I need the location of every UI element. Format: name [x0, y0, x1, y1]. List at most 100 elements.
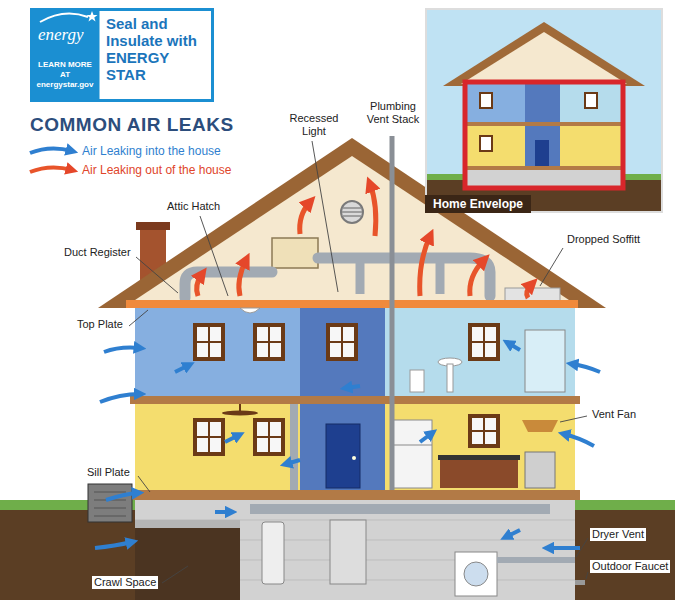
inset-illustration: [425, 8, 663, 213]
logo-word: energy: [38, 25, 84, 45]
air-in-arrows: [286, 460, 300, 464]
roof-and-attic: [343, 215, 361, 217]
air-out-arrows: [197, 184, 532, 298]
ac-unit: [88, 484, 132, 522]
part-label: Dryer Vent: [590, 528, 646, 541]
badge-art: [32, 10, 213, 101]
roof-and-attic: [341, 201, 363, 223]
first-floor: [300, 404, 385, 490]
inset-illustration: [461, 32, 627, 84]
legend-arrows: [30, 148, 72, 172]
part-label: Vent Fan: [590, 408, 638, 421]
roof-and-attic: [505, 288, 560, 302]
inset-illustration: [465, 170, 623, 188]
floor-slabs: [130, 396, 580, 404]
roof-and-attic: [342, 211, 362, 213]
ac-unit: [88, 484, 132, 522]
inset-illustration: [443, 22, 645, 86]
air-in-arrows: [506, 530, 520, 537]
air-in-arrows: [225, 435, 239, 442]
inset-illustration: [560, 84, 623, 122]
air-out-arrows: [470, 260, 484, 296]
second-floor: [135, 308, 575, 396]
part-label: Plumbing Vent Stack: [362, 100, 424, 126]
basement: [135, 500, 575, 600]
first-floor: [385, 404, 575, 490]
air-in-arrows: [100, 394, 140, 402]
part-label: Sill Plate: [85, 466, 132, 479]
badge-art: [32, 10, 100, 101]
first-floor: [392, 420, 432, 488]
roof-and-attic: [185, 272, 272, 298]
basement: [497, 557, 575, 563]
air-in-arrows: [95, 542, 132, 548]
leader-lines: [576, 538, 588, 557]
second-floor: [240, 308, 260, 313]
inset-illustration: [480, 93, 492, 108]
floor-slabs: [130, 396, 580, 500]
air-out-arrows: [420, 236, 430, 296]
air-in-arrows: [104, 348, 140, 353]
inset-illustration: [465, 126, 525, 166]
air-out-arrows: [300, 202, 310, 234]
legend-text: Air Leaking into the house: [82, 143, 221, 159]
leader-lines: [162, 566, 188, 583]
windows: [195, 325, 498, 454]
first-floor: [440, 458, 518, 488]
part-label: Attic Hatch: [165, 200, 222, 213]
badge-art: [87, 11, 98, 22]
badge-art: [40, 13, 88, 22]
leader-lines: [136, 257, 178, 293]
first-floor: [522, 420, 558, 432]
basement: [250, 504, 550, 514]
legend-arrows: [30, 148, 72, 153]
air-in-arrows: [548, 546, 580, 550]
legend-arrows: [30, 167, 72, 172]
air-out-arrows: [527, 284, 532, 298]
air-out-arrows: [370, 184, 376, 236]
badge-art: [32, 10, 213, 101]
inset-illustration: [465, 166, 623, 170]
floor-slabs: [130, 490, 580, 500]
roof-and-attic: [436, 258, 445, 294]
basement: [330, 520, 366, 584]
air-in-arrows: [420, 433, 432, 442]
home-envelope-inset: Home Envelope: [425, 8, 663, 213]
inset-illustration: [465, 84, 525, 122]
air-in-arrows: [95, 343, 600, 548]
leader-lines: [312, 141, 338, 292]
leader-lines: [586, 572, 588, 579]
part-label: Duct Register: [62, 246, 133, 259]
air-in-arrows: [346, 386, 360, 388]
inset-illustration: [535, 140, 549, 166]
air-in-arrows: [572, 364, 600, 372]
second-floor: [410, 370, 424, 392]
roof-and-attic: [318, 258, 490, 296]
basement: [135, 528, 240, 600]
roof-and-attic: [272, 238, 318, 268]
second-floor: [385, 308, 575, 396]
second-floor: [135, 308, 300, 396]
part-label: Crawl Space: [92, 576, 158, 589]
inset-illustration: [465, 122, 623, 126]
air-out-arrows: [197, 274, 202, 296]
chimney: [136, 222, 170, 230]
inset-illustration: [425, 8, 663, 213]
first-floor: [135, 404, 575, 490]
inset-illustration: [585, 93, 597, 108]
badge-heading: Seal and Insulate with ENERGY STAR: [106, 15, 210, 83]
inset-caption: Home Envelope: [425, 195, 531, 213]
first-floor: [135, 404, 300, 490]
second-floor: [447, 364, 453, 392]
energy-star-badge: energy Seal and Insulate with ENERGY STAR…: [30, 8, 214, 102]
part-label: Recessed Light: [282, 112, 346, 138]
inset-illustration: [525, 84, 560, 122]
roof-and-attic: [126, 300, 578, 308]
basement: [455, 552, 497, 596]
part-label: Dropped Soffitt: [565, 233, 642, 246]
air-in-arrows: [106, 493, 138, 500]
air-in-arrows: [175, 365, 189, 372]
roof-and-attic: [356, 258, 365, 294]
